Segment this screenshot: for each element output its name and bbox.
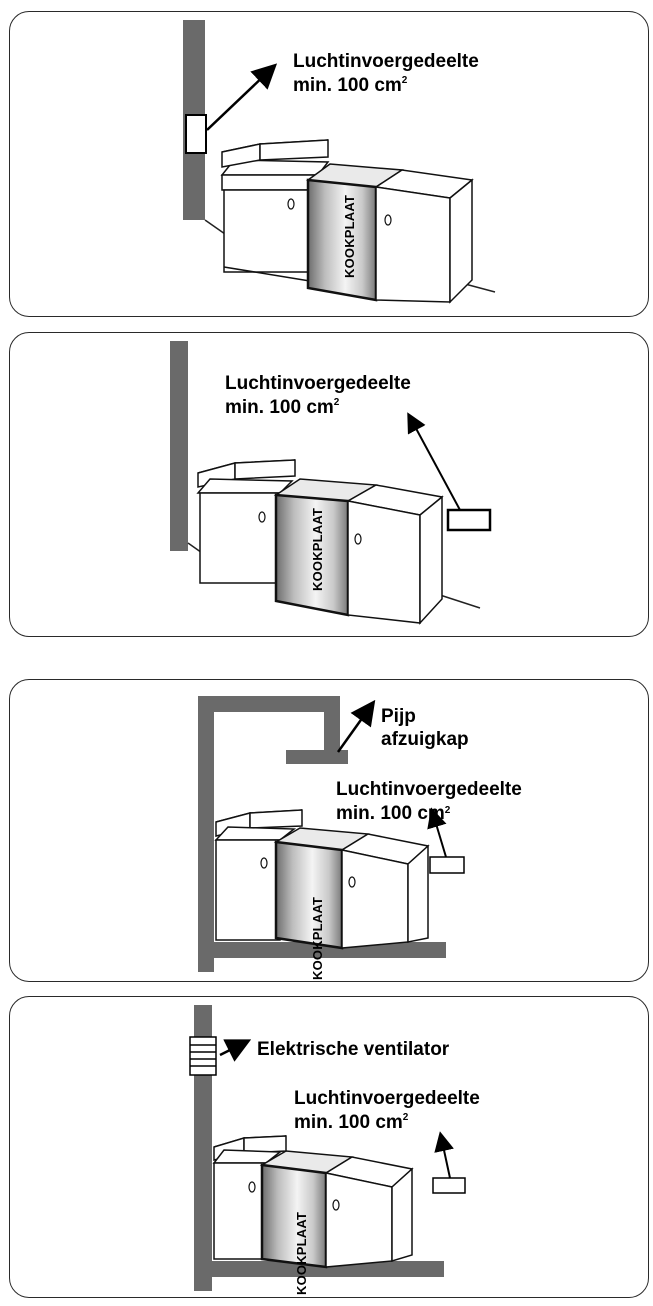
floor <box>214 942 446 958</box>
vent-grille <box>429 856 465 874</box>
air-inlet-title: Luchtinvoergedeelte <box>294 1088 480 1109</box>
floor <box>212 1261 444 1277</box>
cabinet-left <box>212 1149 283 1260</box>
hood <box>286 750 348 764</box>
airflow-arrow <box>206 63 278 131</box>
cooktop-unit <box>273 827 371 950</box>
cabinet-right <box>324 1156 414 1268</box>
air-inlet-size: min. 100 cm2 <box>225 397 340 418</box>
air-inlet-title: Luchtinvoergedeelte <box>225 373 411 394</box>
hood-pipe-label: Pijp <box>381 706 416 727</box>
cooktop-label: KOOKPLAAT <box>310 897 325 980</box>
panel-hood-duct: KOOKPLAAT Pijp afzuigkap Luchtinvoergede… <box>9 679 649 982</box>
cooktop-unit <box>305 163 405 302</box>
panel-wall-vent: KOOKPLAAT Luchtinvoergedeelte min. 100 c… <box>9 11 649 317</box>
panel-side-vent: KOOKPLAAT Luchtinvoergedeelte min. 100 c… <box>9 332 649 637</box>
diagram-wall-vent: KOOKPLAAT Luchtinvoergedeelte min. 100 c… <box>183 20 496 304</box>
hood-pipe-label-2: afzuigkap <box>381 729 469 750</box>
diagram-hood-duct: KOOKPLAAT Pijp afzuigkap Luchtinvoergede… <box>198 696 522 980</box>
wall <box>170 341 188 551</box>
vent-grille <box>446 508 492 532</box>
cooktop-label: KOOKPLAAT <box>342 195 357 278</box>
cooktop-label: KOOKPLAAT <box>310 508 325 591</box>
airflow-arrow <box>434 1131 454 1179</box>
cooktop-label: KOOKPLAAT <box>294 1212 309 1295</box>
vent-grille <box>185 114 207 154</box>
fan-arrow <box>219 1039 252 1062</box>
cooktop-unit <box>273 478 379 617</box>
diagram-electric-fan: KOOKPLAAT Elektrische ventilator Luchtin… <box>189 1005 480 1295</box>
air-inlet-size: min. 100 cm2 <box>336 803 451 824</box>
cabinet-right <box>345 484 444 625</box>
air-inlet-title: Luchtinvoergedeelte <box>336 779 522 800</box>
exhaust-arrow <box>336 699 376 753</box>
airflow-arrow <box>427 807 447 858</box>
box-on-top <box>221 139 329 168</box>
diagram-side-vent: KOOKPLAAT Luchtinvoergedeelte min. 100 c… <box>170 341 492 625</box>
cabinet-right <box>373 169 474 304</box>
vent-grille <box>432 1177 466 1194</box>
fan-label: Elektrische ventilator <box>257 1039 450 1060</box>
cabinet-right <box>340 833 430 949</box>
air-inlet-title: Luchtinvoergedeelte <box>293 51 479 72</box>
cabinet-left <box>196 478 294 584</box>
electric-fan <box>189 1036 217 1076</box>
wall-and-duct <box>198 696 340 972</box>
wall <box>194 1005 212 1291</box>
panel-electric-fan: KOOKPLAAT Elektrische ventilator Luchtin… <box>9 996 649 1298</box>
air-inlet-size: min. 100 cm2 <box>294 1112 409 1133</box>
box-on-top <box>197 459 296 488</box>
airflow-arrow <box>407 412 461 511</box>
air-inlet-size: min. 100 cm2 <box>293 75 408 96</box>
